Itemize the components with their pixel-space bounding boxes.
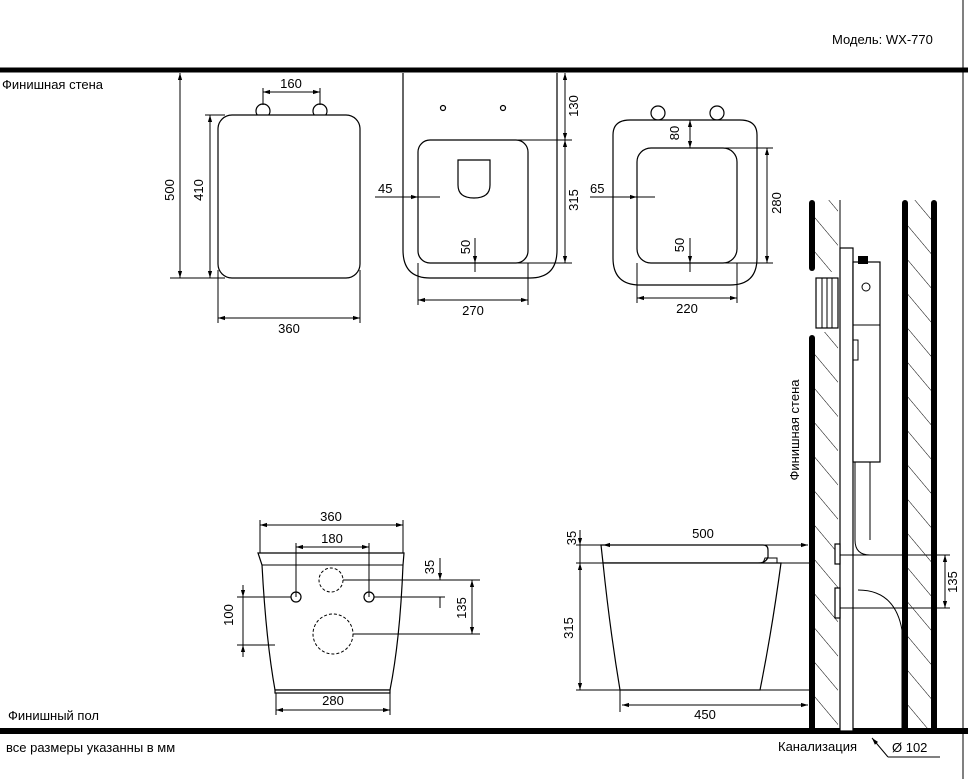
dim-bowl-inner-length: 315: [566, 189, 581, 211]
dim-bowl-height: 315: [561, 617, 576, 639]
dim-rim-inner-length: 280: [769, 192, 784, 214]
dim-bolt-height: 100: [221, 604, 236, 626]
dim-total-length: 500: [162, 179, 177, 201]
finish-wall-vertical-label: Финишная стена: [787, 379, 802, 481]
side-view: 500 35 315 450: [561, 526, 812, 722]
dim-base-length: 450: [694, 707, 716, 722]
dim-base-width: 280: [322, 693, 344, 708]
rear-view: 360 180 35 135 100 280: [221, 509, 480, 715]
sewer-label: Канализация: [778, 739, 857, 754]
finish-floor-label: Финишный пол: [8, 708, 99, 723]
dim-side-length: 500: [692, 526, 714, 541]
dim-outlet-height: 135: [454, 597, 469, 619]
dim-rim-top-offset: 80: [667, 126, 682, 140]
wall-installation: 135 Финишная стена: [787, 200, 960, 732]
dim-seat-width: 360: [278, 321, 300, 336]
finish-wall-label: Финишная стена: [2, 77, 104, 92]
dim-rear-width: 360: [320, 509, 342, 524]
pipe-diameter-label: Ø 102: [892, 740, 927, 755]
dim-wall-outlet-height: 135: [945, 571, 960, 593]
dim-rim-inner-width: 220: [676, 301, 698, 316]
top-view-seat: 160 500 410 360: [162, 73, 361, 336]
units-note: все размеры указанны в мм: [6, 740, 175, 755]
dim-rim-bottom-offset: 50: [672, 238, 687, 252]
model-label: Модель: WX-770: [832, 32, 933, 47]
dim-seat-height: 35: [564, 531, 579, 545]
dim-hinge-spacing: 160: [280, 76, 302, 91]
dim-rim-side-offset: 65: [590, 181, 604, 196]
top-view-bowl: 130 315 45 50 270: [375, 73, 581, 318]
dim-bowl-inner-width: 270: [462, 303, 484, 318]
dim-seat-length: 410: [191, 179, 206, 201]
dim-bowl-bottom-offset: 50: [458, 240, 473, 254]
dim-inlet-offset: 35: [422, 560, 437, 574]
dim-bolt-spacing: 180: [321, 531, 343, 546]
dim-bowl-side-offset: 45: [378, 181, 392, 196]
dim-bowl-top-offset: 130: [566, 95, 581, 117]
top-view-rim: 80 280 65 50 220: [590, 105, 784, 316]
